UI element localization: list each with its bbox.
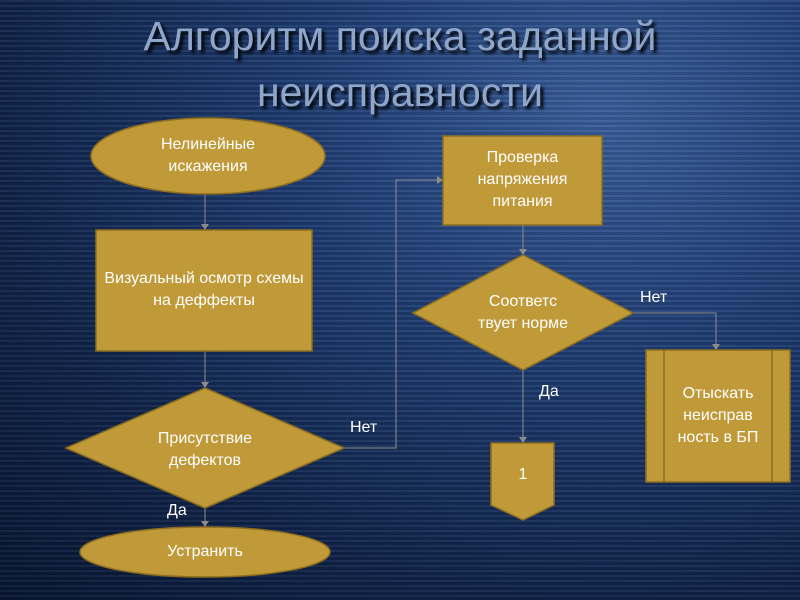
arrowhead xyxy=(201,521,209,527)
connectors xyxy=(204,179,717,527)
visual-check-process-shape xyxy=(95,229,313,352)
fix-node-label: Устранить xyxy=(167,543,243,560)
norm-decision-shape xyxy=(411,254,635,371)
defects-decision-label: Присутствие дефектов xyxy=(157,430,253,469)
title-line-1: Алгоритм поиска заданной xyxy=(143,13,657,59)
start-terminal-shape xyxy=(90,117,326,195)
defects-yes-label: Да xyxy=(167,502,187,519)
arrowhead xyxy=(519,437,527,443)
slide-title: Алгоритм поиска заданной неисправности xyxy=(0,8,800,120)
find-fault-predefined-process-shape xyxy=(645,349,791,483)
arrowhead xyxy=(201,382,209,388)
visual-check-label: Визуальный осмотр схемы на деффекты xyxy=(104,270,304,309)
norm-decision-label: Соответс твует норме xyxy=(478,293,568,332)
connector-norm-no-to-find xyxy=(633,312,717,350)
connector-arrowheads xyxy=(201,176,720,527)
arrowhead xyxy=(712,344,720,350)
find-fault-label: Отыскать неисправ ность в БП xyxy=(677,385,759,446)
offpage-connector-shape xyxy=(490,442,555,521)
arrowhead xyxy=(437,176,443,184)
voltage-check-label: Проверка напряжения питания xyxy=(477,149,568,210)
start-node-label: Нелинейные искажения xyxy=(160,136,256,175)
connector-decision-no-to-voltage xyxy=(344,179,443,449)
fix-terminal-shape xyxy=(79,526,331,578)
norm-yes-label: Да xyxy=(539,383,559,400)
defects-decision-shape xyxy=(64,387,346,509)
arrowhead xyxy=(201,224,209,230)
arrowhead xyxy=(519,249,527,255)
offpage-ref-label: 1 xyxy=(518,466,528,483)
voltage-check-process-shape xyxy=(442,135,603,226)
norm-no-label: Нет xyxy=(640,289,668,306)
title-line-2: неисправности xyxy=(256,69,544,115)
defects-no-label: Нет xyxy=(350,419,378,436)
